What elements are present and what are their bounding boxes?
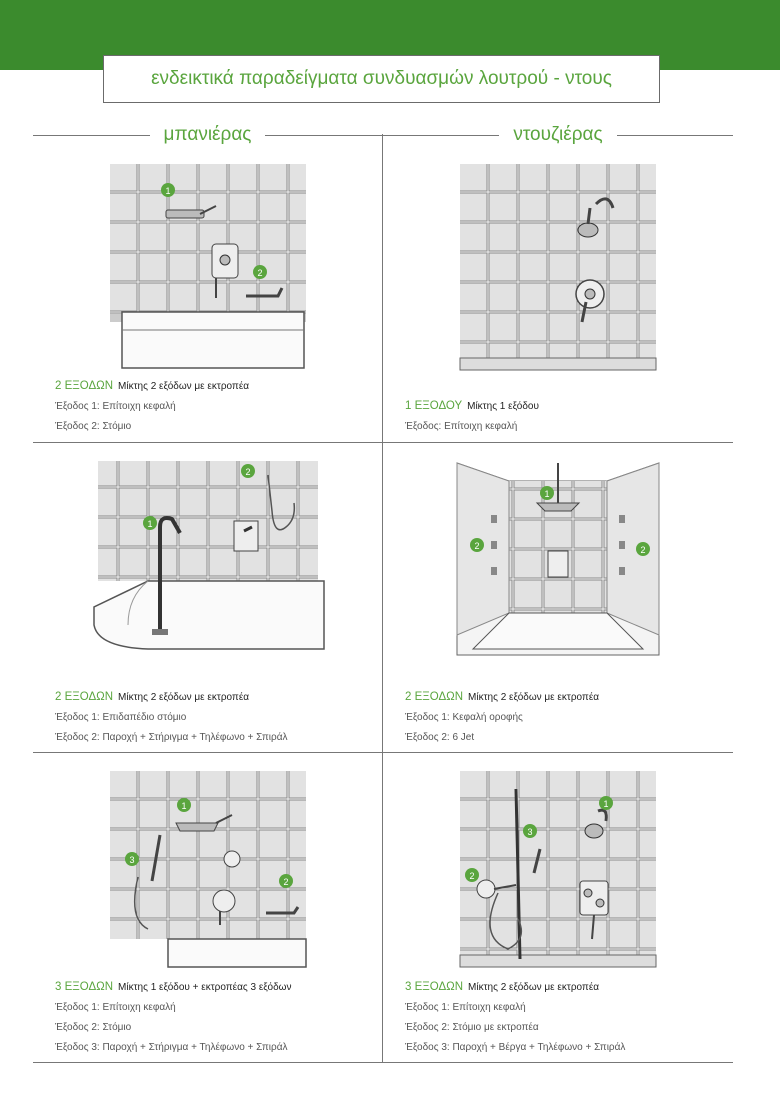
- svg-text:2: 2: [245, 467, 250, 477]
- outlet-row: Έξοδος 2: Στόμιο: [55, 421, 132, 432]
- svg-text:2: 2: [283, 877, 288, 887]
- illustration: 1 2: [33, 162, 382, 372]
- outlet-row: Έξοδος 2: Στόμιο: [55, 1022, 132, 1033]
- illustration: 1 2 2: [383, 459, 732, 659]
- marker-icon: 1: [176, 798, 191, 812]
- combo-cell: 1 2 2 ΕΞΟΔΩΝ Μίκτης 2 εξόδων με εκτροπέα …: [33, 443, 382, 752]
- outlet-row: Έξοδος 1: Επίτοιχη κεφαλή: [405, 1002, 526, 1013]
- column-divider: [382, 134, 383, 1062]
- column-label-shower: ντουζιέρας: [513, 124, 603, 145]
- illustration: 1 2 3: [33, 769, 382, 969]
- outlet-row: Έξοδος: Επίτοιχη κεφαλή: [405, 421, 518, 432]
- marker-icon: 1: [598, 796, 613, 810]
- outlet-row: Έξοδος 1: Επιδαπέδιο στόμιο: [55, 712, 187, 723]
- illustration: 1 2 3: [383, 769, 732, 969]
- caption: 3 ΕΞΟΔΩΝ Μίκτης 2 εξόδων με εκτροπέα Έξοδ…: [405, 977, 625, 1058]
- row-divider: [33, 442, 733, 443]
- marker-icon: 2: [635, 542, 650, 556]
- outlet-count: 2 ΕΞΟΔΩΝ: [55, 691, 114, 703]
- outlet-count: 2 ΕΞΟΔΩΝ: [55, 380, 114, 392]
- marker-icon: 3: [124, 852, 139, 866]
- caption: 2 ΕΞΟΔΩΝ Μίκτης 2 εξόδων με εκτροπέα Έξοδ…: [55, 687, 287, 748]
- marker-icon: 2: [469, 538, 484, 552]
- outlet-count: 2 ΕΞΟΔΩΝ: [405, 691, 464, 703]
- divider: [383, 134, 500, 136]
- outlet-count: 3 ΕΞΟΔΩΝ: [55, 981, 114, 993]
- combo-cell: 1 ΕΞΟΔΟΥ Μίκτης 1 εξόδου Έξοδος: Επίτοιχη…: [383, 150, 732, 442]
- outlet-row: Έξοδος 1: Κεφαλή οροφής: [405, 712, 523, 723]
- marker-icon: 1: [142, 516, 157, 530]
- caption: 2 ΕΞΟΔΩΝ Μίκτης 2 εξόδων με εκτροπέα Έξοδ…: [405, 687, 599, 748]
- outlet-row: Έξοδος 1: Επίτοιχη κεφαλή: [55, 401, 176, 412]
- caption: 1 ΕΞΟΔΟΥ Μίκτης 1 εξόδου Έξοδος: Επίτοιχη…: [405, 396, 539, 437]
- marker-icon: 2: [240, 464, 255, 478]
- marker-icon: 3: [522, 824, 537, 838]
- svg-text:2: 2: [474, 541, 479, 551]
- divider: [265, 134, 383, 136]
- outlet-count: 1 ΕΞΟΔΟΥ: [405, 400, 463, 412]
- svg-text:1: 1: [147, 519, 152, 529]
- marker-icon: 2: [464, 868, 479, 882]
- mixer-description: Μίκτης 2 εξόδων με εκτροπέα: [118, 381, 250, 392]
- row-divider: [33, 752, 733, 753]
- outlet-row: Έξοδος 2: Παροχή + Στήριγμα + Τηλέφωνο +…: [55, 732, 288, 743]
- combo-cell: 1 2 3 3 ΕΞΟΔΩΝ Μίκτης 2 εξόδων με εκτροπέ…: [383, 753, 732, 1062]
- outlet-row: Έξοδος 3: Παροχή + Στήριγμα + Τηλέφωνο +…: [55, 1042, 288, 1053]
- illustration: 1 2: [33, 457, 382, 657]
- column-header-bathtub: μπανιέρας: [33, 120, 383, 150]
- divider: [33, 134, 150, 136]
- svg-text:1: 1: [603, 799, 608, 809]
- column-header-shower: ντουζιέρας: [383, 120, 733, 150]
- svg-text:1: 1: [544, 489, 549, 499]
- svg-text:2: 2: [469, 871, 474, 881]
- marker-icon: 2: [252, 265, 267, 279]
- column-label-bathtub: μπανιέρας: [163, 124, 252, 145]
- svg-text:3: 3: [129, 855, 134, 865]
- illustration: [383, 162, 732, 372]
- svg-text:2: 2: [640, 545, 645, 555]
- outlet-row: Έξοδος 1: Επίτοιχη κεφαλή: [55, 1002, 176, 1013]
- outlet-row: Έξοδος 3: Παροχή + Βέργα + Τηλέφωνο + Σπ…: [405, 1042, 626, 1053]
- outlet-row: Έξοδος 2: Στόμιο με εκτροπέα: [405, 1022, 539, 1033]
- svg-text:1: 1: [181, 801, 186, 811]
- marker-icon: 1: [160, 183, 175, 197]
- marker-icon: 1: [539, 486, 554, 500]
- combo-cell: 1 2 2 ΕΞΟΔΩΝ Μίκτης 2 εξόδων με εκτροπέα …: [33, 150, 382, 442]
- svg-text:1: 1: [165, 186, 170, 196]
- outlet-count: 3 ΕΞΟΔΩΝ: [405, 981, 464, 993]
- mixer-description: Μίκτης 2 εξόδων με εκτροπέα: [468, 692, 600, 703]
- marker-icon: 2: [278, 874, 293, 888]
- caption: 3 ΕΞΟΔΩΝ Μίκτης 1 εξόδου + εκτροπέας 3 εξ…: [55, 977, 291, 1058]
- svg-text:2: 2: [257, 268, 262, 278]
- mixer-description: Μίκτης 2 εξόδων με εκτροπέα: [468, 982, 600, 993]
- page-title: ενδεικτικά παραδείγματα συνδυασμών λουτρ…: [103, 55, 660, 103]
- outlet-row: Έξοδος 2: 6 Jet: [405, 732, 475, 743]
- row-divider: [33, 1062, 733, 1063]
- mixer-description: Μίκτης 2 εξόδων με εκτροπέα: [118, 692, 250, 703]
- mixer-description: Μίκτης 1 εξόδου: [467, 401, 539, 412]
- mixer-description: Μίκτης 1 εξόδου + εκτροπέας 3 εξόδων: [118, 982, 292, 993]
- combo-cell: 1 2 3 3 ΕΞΟΔΩΝ Μίκτης 1 εξόδου + εκτροπέα…: [33, 753, 382, 1062]
- combo-cell: 1 2 2 2 ΕΞΟΔΩΝ Μίκτης 2 εξόδων με εκτροπέ…: [383, 443, 732, 752]
- divider: [616, 134, 733, 136]
- svg-text:3: 3: [527, 827, 532, 837]
- caption: 2 ΕΞΟΔΩΝ Μίκτης 2 εξόδων με εκτροπέα Έξοδ…: [55, 376, 249, 437]
